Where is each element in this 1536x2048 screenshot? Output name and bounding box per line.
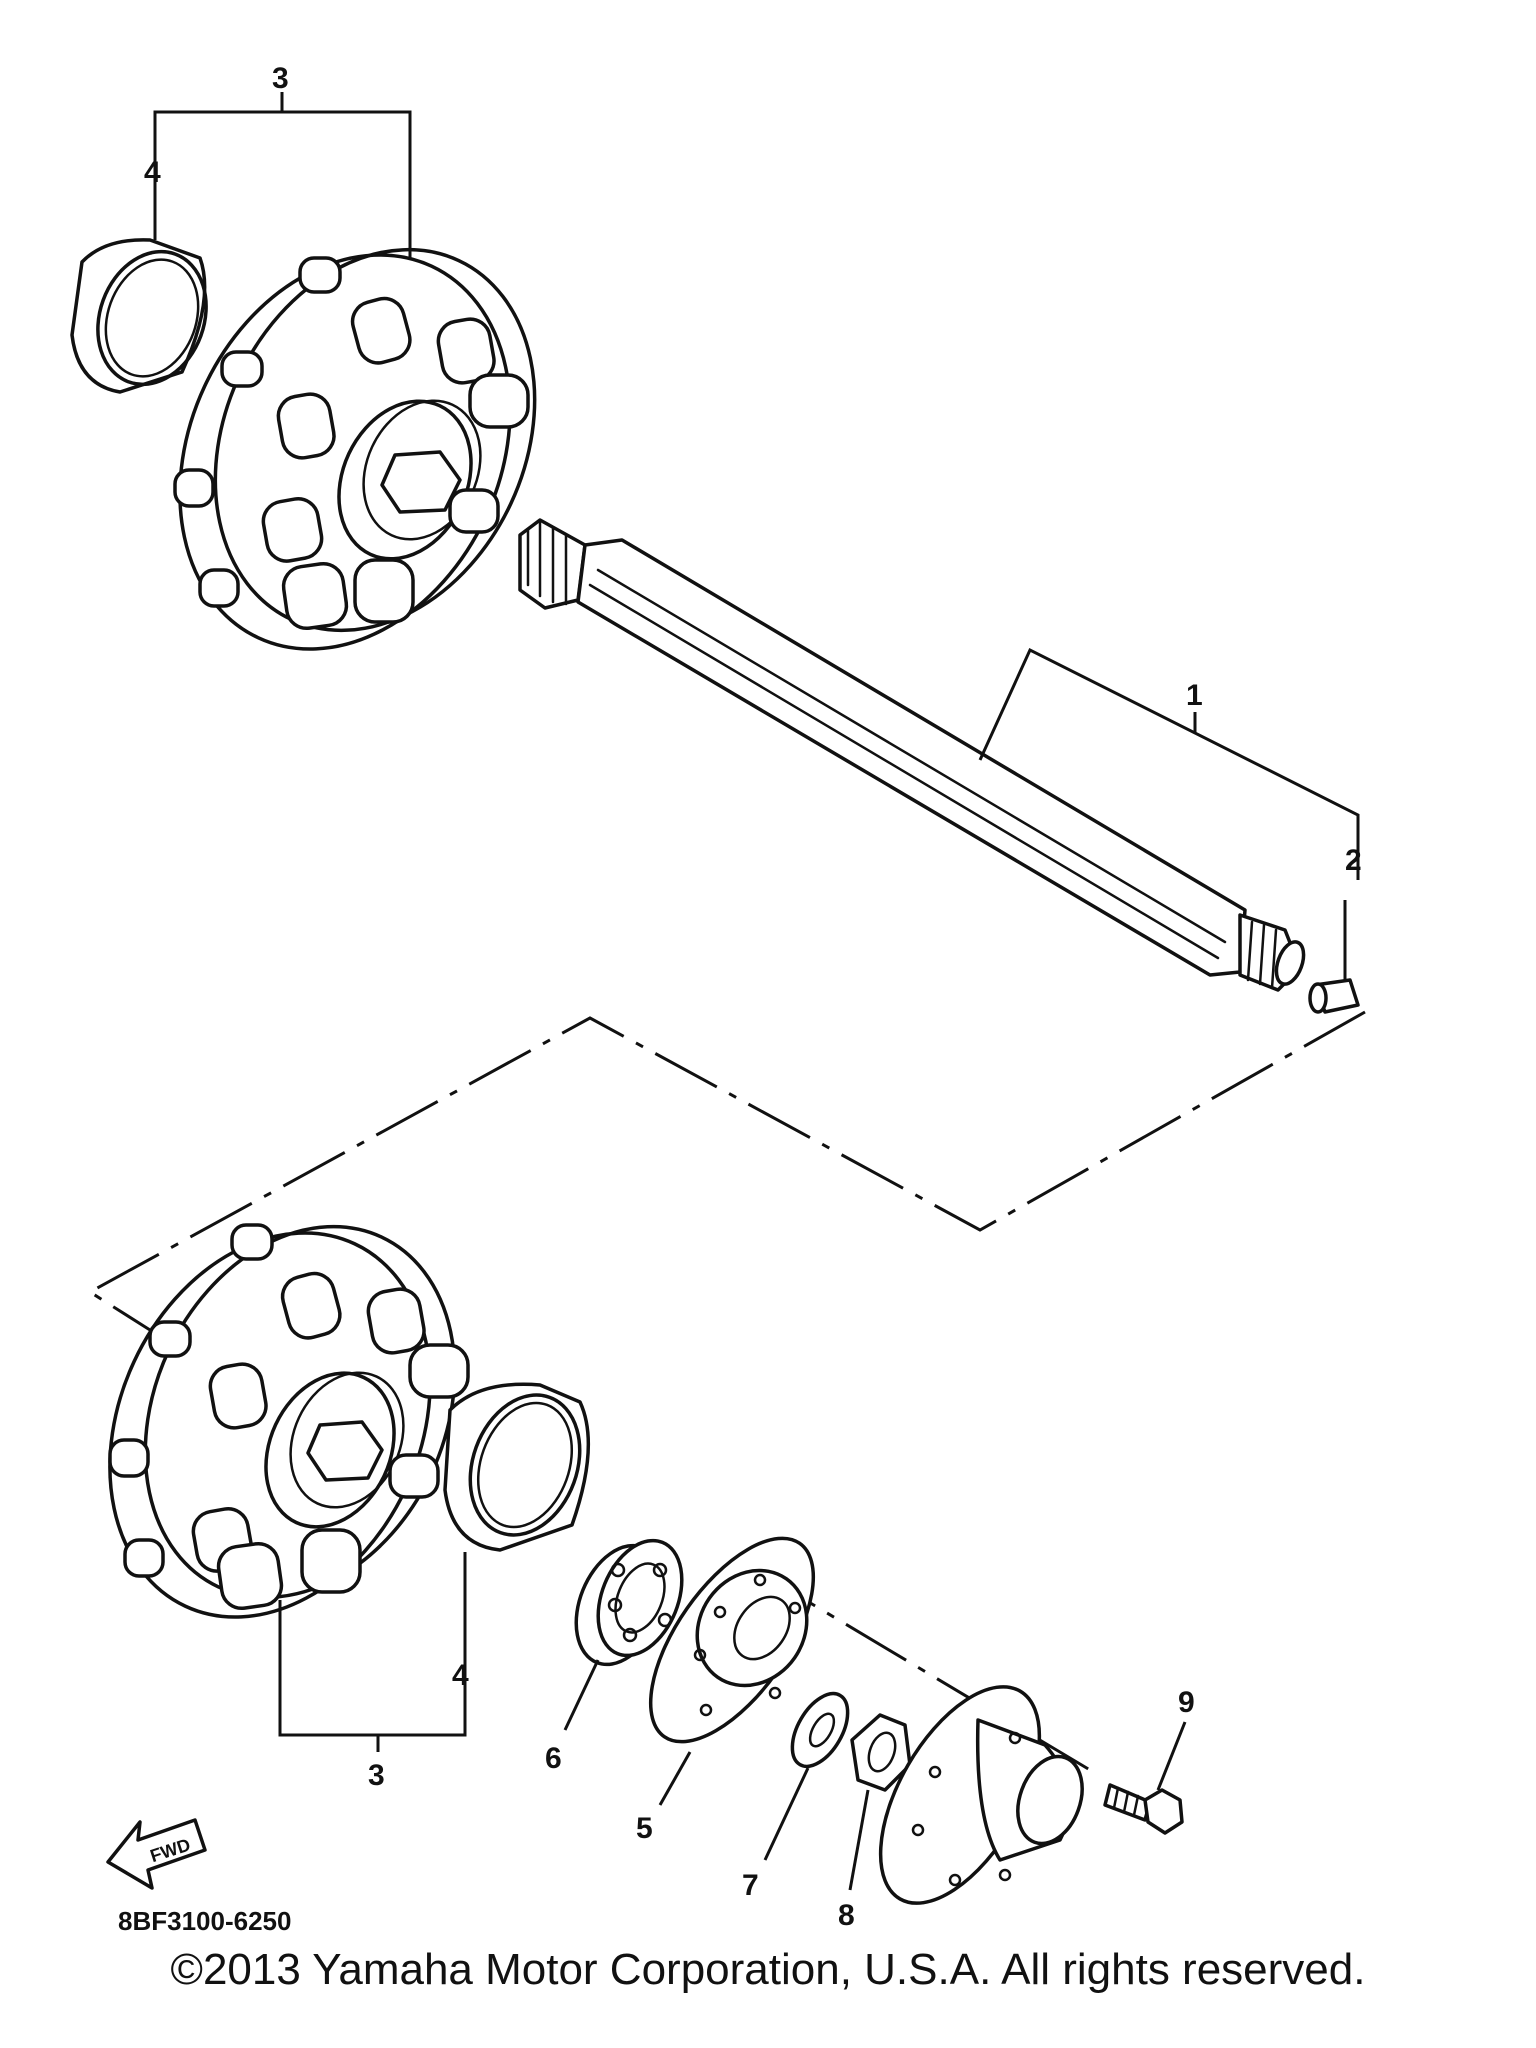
top-sprocket-part-3 (173, 247, 537, 651)
drive-shaft-part-1 (518, 518, 1306, 992)
callout-2: 2 (1345, 844, 1362, 877)
bottom-bracket-lines (278, 1552, 467, 1752)
plug-part-2 (1308, 900, 1360, 1014)
callout-4-bottom: 4 (452, 1659, 469, 1692)
shaft-bracket-lines (978, 647, 1360, 880)
callout-1: 1 (1186, 679, 1203, 712)
top-collar-part-4 (70, 238, 208, 394)
flange-plate-part-5 (648, 1536, 816, 1806)
top-bracket-lines (153, 92, 412, 258)
callout-6: 6 (545, 1742, 562, 1775)
idler-hub-plate (878, 1685, 1084, 1905)
bottom-collar-part-4 (443, 1382, 591, 1552)
callout-9: 9 (1178, 1686, 1195, 1719)
callout-3-top: 3 (272, 62, 289, 95)
callout-7: 7 (742, 1869, 759, 1902)
washer-part-7 (763, 1691, 850, 1861)
top-sprocket-wheel (70, 238, 537, 651)
bearing-part-6 (563, 1538, 684, 1731)
callout-8: 8 (838, 1899, 855, 1932)
fwd-direction-arrow: FWD (106, 1818, 207, 1890)
bolt-part-9 (1103, 1721, 1187, 1835)
callout-3-bottom: 3 (368, 1759, 385, 1792)
callout-4-top: 4 (144, 156, 161, 189)
bottom-sprocket-part-3 (108, 1223, 470, 1619)
copyright-notice: ©2013 Yamaha Motor Corporation, U.S.A. A… (170, 1945, 1366, 1994)
callout-5: 5 (636, 1812, 653, 1845)
diagram-code: 8BF3100-6250 (118, 1906, 291, 1936)
